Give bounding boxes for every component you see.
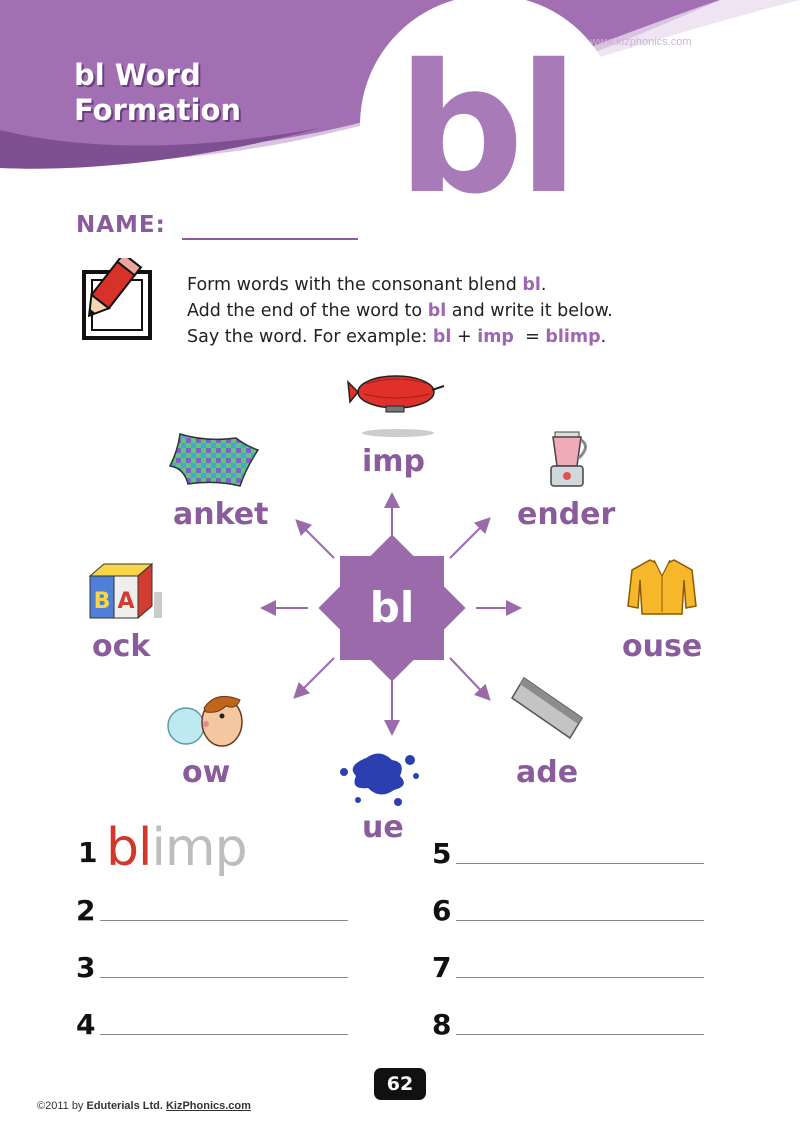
instruction-line-1: Form words with the consonant blend bl. xyxy=(187,275,547,295)
watermark: www.kizphonics.com xyxy=(590,36,692,48)
ending-ouse: ouse xyxy=(622,629,703,664)
blanket-icon xyxy=(168,433,260,487)
answer-line-8[interactable] xyxy=(456,1034,704,1035)
instruction-line-3: Say the word. For example: bl + imp = bl… xyxy=(187,327,607,347)
ending-ender: ender xyxy=(517,497,616,532)
sweater-icon xyxy=(627,559,697,615)
ending-ade: ade xyxy=(516,755,579,790)
abc-block-icon: B A xyxy=(88,562,162,620)
page-number: 62 xyxy=(374,1068,426,1100)
ink-splat-icon xyxy=(340,753,419,806)
answer-line-4[interactable] xyxy=(100,1034,348,1035)
answer-line-2[interactable] xyxy=(100,920,348,921)
title-line-1: bl Word xyxy=(74,58,201,92)
answer-number-7: 7 xyxy=(432,951,452,984)
center-star xyxy=(318,534,466,682)
svg-text:A: A xyxy=(117,589,134,614)
answer-number-5: 5 xyxy=(432,837,452,870)
ending-ue: ue xyxy=(362,810,404,845)
footer-copyright: ©2011 by Eduterials Ltd. KizPhonics.com xyxy=(37,1100,251,1112)
answer-line-5[interactable] xyxy=(456,863,704,864)
ending-anket: anket xyxy=(173,497,269,532)
big-blend-letters: bl xyxy=(396,26,579,233)
header-banner xyxy=(0,0,800,200)
answer-number-6: 6 xyxy=(432,894,452,927)
answer-line-3[interactable] xyxy=(100,977,348,978)
name-label: NAME: xyxy=(76,212,166,238)
example-answer: blimp xyxy=(106,818,248,878)
instruction-line-2: Add the end of the word to bl and write … xyxy=(187,301,613,321)
arrow-down-right xyxy=(449,657,491,701)
arrow-down-left xyxy=(293,657,335,699)
page-title: bl Word Formation xyxy=(74,58,241,128)
ending-imp: imp xyxy=(362,444,426,479)
bubble-gum-boy-icon xyxy=(167,695,243,747)
ending-ow: ow xyxy=(182,755,231,790)
title-line-2: Formation xyxy=(74,93,242,127)
center-blend: bl xyxy=(369,583,415,632)
arrow-up-left xyxy=(295,519,335,559)
answer-number-1: 1 xyxy=(78,836,98,869)
arrow-up-right xyxy=(449,517,491,559)
answer-number-4: 4 xyxy=(76,1008,96,1041)
pencil-checkbox-icon xyxy=(82,258,152,340)
blimp-icon xyxy=(347,375,445,437)
name-field[interactable] xyxy=(182,238,358,240)
answer-number-2: 2 xyxy=(76,894,96,927)
answer-number-3: 3 xyxy=(76,951,96,984)
answer-number-8: 8 xyxy=(432,1008,452,1041)
footer-site-link[interactable]: KizPhonics.com xyxy=(165,1100,251,1112)
ending-ock: ock xyxy=(92,629,151,664)
answer-line-6[interactable] xyxy=(456,920,704,921)
answer-line-7[interactable] xyxy=(456,977,704,978)
instructions: Form words with the consonant blend bl. … xyxy=(187,272,707,350)
razor-blade-icon xyxy=(510,676,584,740)
blender-icon xyxy=(550,431,587,487)
svg-text:B: B xyxy=(94,589,111,614)
blend-diagram xyxy=(260,492,522,736)
